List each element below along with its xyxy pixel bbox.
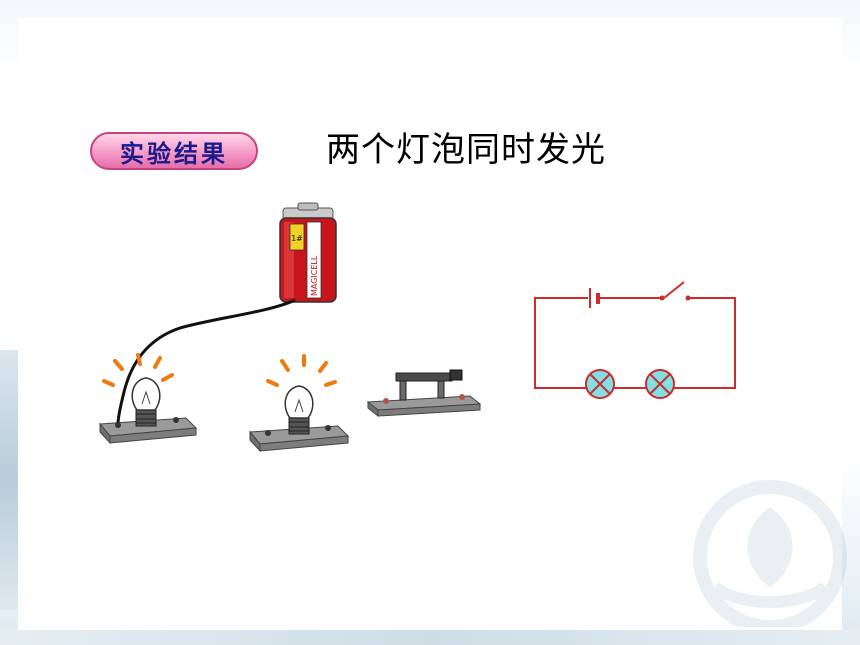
lamp-symbol-two	[645, 369, 675, 399]
switch-icon	[366, 369, 482, 418]
decorative-left-strip	[0, 350, 18, 610]
leaf-logo-watermark-icon	[693, 480, 847, 627]
battery-size-label: 1#	[291, 234, 303, 243]
result-heading: 两个灯泡同时发光	[326, 130, 606, 170]
glow-rays	[266, 354, 337, 387]
battery-brand-label: MAGICELL	[310, 255, 319, 296]
slide-content-area	[18, 18, 842, 630]
badge-label: 实验结果	[120, 138, 228, 168]
switch-symbol	[659, 281, 691, 301]
glow-rays	[102, 353, 174, 387]
lamp-two	[248, 354, 350, 453]
lamp-symbol-one	[585, 369, 615, 399]
lamp-one	[98, 353, 198, 445]
battery-icon: 1# MAGICELL	[279, 202, 337, 303]
connecting-wire	[116, 298, 296, 425]
experiment-result-badge: 实验结果	[90, 132, 258, 170]
circuit-diagram	[534, 281, 736, 399]
battery-symbol	[589, 288, 600, 308]
decorative-bottom-strip	[0, 629, 860, 645]
